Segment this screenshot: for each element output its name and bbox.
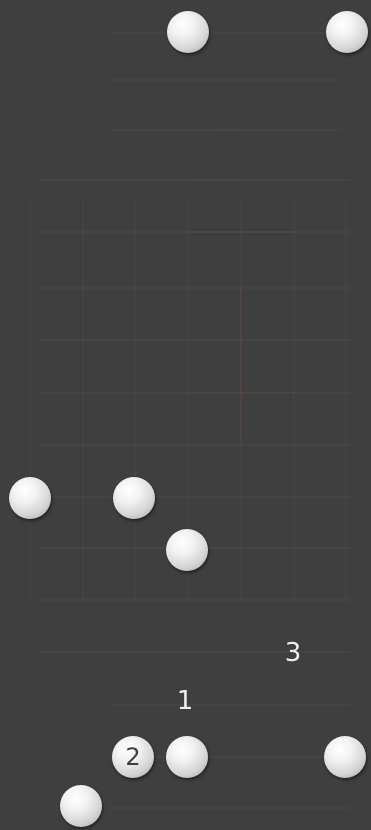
white-stone[interactable] (326, 11, 368, 53)
white-stone[interactable] (167, 11, 209, 53)
move-label: 3 (278, 640, 308, 666)
white-stone[interactable] (60, 785, 102, 827)
white-stone[interactable] (324, 736, 366, 778)
white-stone[interactable] (113, 477, 155, 519)
white-stone-marked[interactable]: 2 (112, 736, 154, 778)
move-label: 1 (170, 688, 200, 714)
white-stone[interactable] (9, 477, 51, 519)
white-stone[interactable] (166, 736, 208, 778)
white-stone[interactable] (166, 529, 208, 571)
stone-label: 2 (125, 745, 140, 769)
